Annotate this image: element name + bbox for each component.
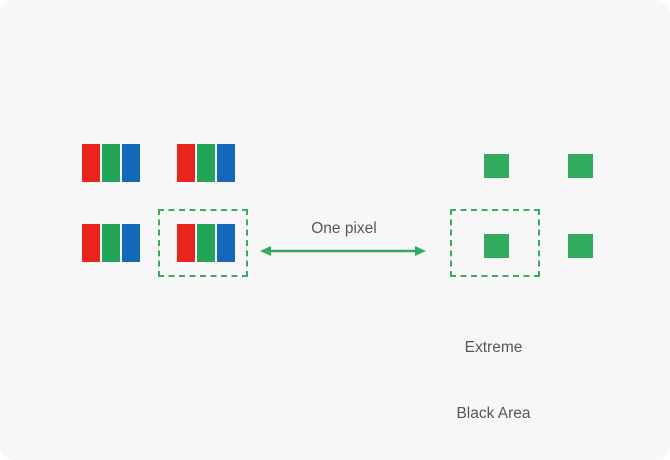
rgb-group-top-right xyxy=(177,144,235,182)
blue-subpixel-stripe xyxy=(217,224,235,262)
rgb-group-bottom-right xyxy=(177,224,235,262)
extreme-black-area-label-line2: Black Area xyxy=(456,405,531,422)
red-subpixel-stripe xyxy=(177,224,195,262)
extreme-black-area-label: Extreme Black Area xyxy=(411,293,576,460)
rgb-group-top-left xyxy=(82,144,140,182)
red-subpixel-stripe xyxy=(82,144,100,182)
green-square-bottom-left xyxy=(484,234,509,258)
green-subpixel-stripe xyxy=(197,224,215,262)
left-highlight-dashed-box xyxy=(158,209,248,277)
green-square-bottom-right xyxy=(568,234,593,258)
red-subpixel-stripe xyxy=(82,224,100,262)
one-pixel-label: One pixel xyxy=(311,220,377,237)
green-subpixel-stripe xyxy=(102,144,120,182)
blue-subpixel-stripe xyxy=(122,224,140,262)
green-square-top-left xyxy=(484,154,509,178)
green-subpixel-stripe xyxy=(197,144,215,182)
red-subpixel-stripe xyxy=(177,144,195,182)
right-highlight-dashed-box xyxy=(450,209,540,277)
blue-subpixel-stripe xyxy=(217,144,235,182)
extreme-black-area-label-line1: Extreme xyxy=(464,339,523,356)
green-subpixel-stripe xyxy=(102,224,120,262)
one-pixel-arrow xyxy=(260,243,426,259)
blue-subpixel-stripe xyxy=(122,144,140,182)
rgb-group-bottom-left xyxy=(82,224,140,262)
green-square-top-right xyxy=(568,154,593,178)
